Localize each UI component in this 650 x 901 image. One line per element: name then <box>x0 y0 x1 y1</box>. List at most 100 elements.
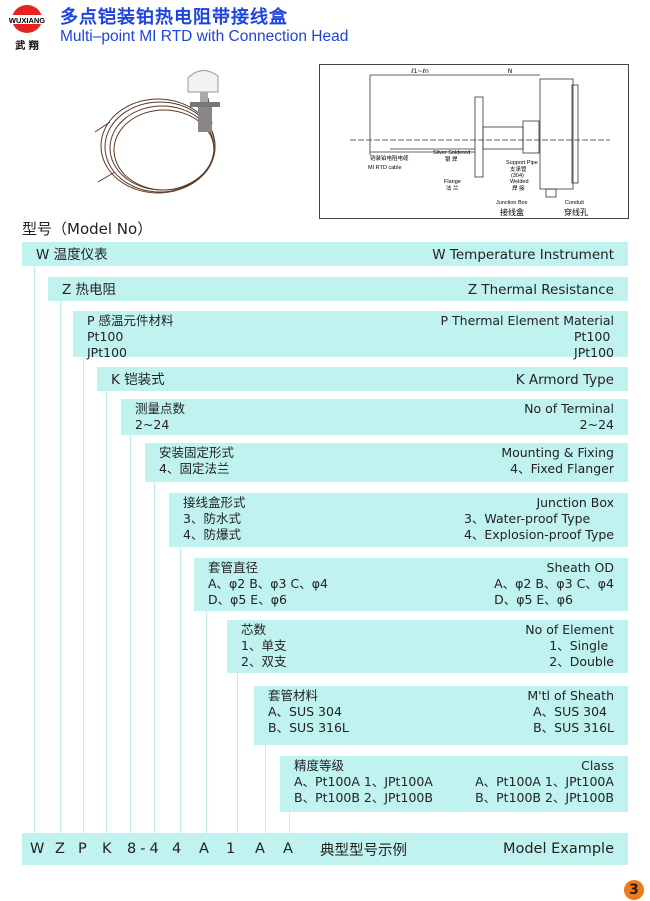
bar-option-en: 2~24 <box>579 417 614 432</box>
title-english: Multi–point MI RTD with Connection Head <box>60 28 349 45</box>
dimension-drawing: ℓ1~ℓn N 铠装铂电阻电缆 MI RTD cable Silver Sold… <box>319 64 629 219</box>
bar-option-cn: A、φ2 B、φ3 C、φ4 <box>208 576 328 591</box>
model-code-char: A <box>255 841 265 857</box>
page-number-badge: 3 <box>624 880 644 900</box>
svg-text:武 翔: 武 翔 <box>15 39 38 52</box>
bar-title-cn: W 温度仪表 <box>36 247 108 263</box>
title-chinese: 多点铠装铂热电阻带接线盒 <box>60 7 288 28</box>
bar-title-en: M'tl of Sheath <box>527 688 614 703</box>
model-code-char: A <box>283 841 293 857</box>
connector-line <box>154 482 155 833</box>
bar-title-cn: 套管直径 <box>208 560 259 575</box>
label-welded: Welded <box>510 179 529 185</box>
bar-title-cn: 安装固定形式 <box>159 445 235 460</box>
label-conduit: Conduit <box>565 200 584 206</box>
bar-option-en: 3、Water-proof Type <box>463 511 591 526</box>
bar-option-cn: 3、防水式 <box>183 511 241 526</box>
model-code-char: 4 <box>172 841 182 857</box>
bar-option-en: 1、Single <box>549 638 609 653</box>
label-silver-soldered: Silver Soldered <box>433 150 470 156</box>
connector-line <box>180 547 181 833</box>
label-cable: MI RTD cable <box>368 165 402 171</box>
bar-option-cn: A、SUS 304 <box>268 704 342 719</box>
bar-title-en: Mounting & Fixing <box>501 445 614 460</box>
connector-line <box>60 301 61 833</box>
bar-title-en: Class <box>581 758 614 773</box>
bar-title-en: No of Element <box>525 622 614 637</box>
model-example-label-en: Model Example <box>502 841 614 857</box>
bar-title-en: Sheath OD <box>546 560 614 575</box>
label-silver-soldered-cn: 银 焊 <box>445 155 458 163</box>
bar-option-en: 2、Double <box>549 654 614 669</box>
bar-option-cn: 2~24 <box>135 417 170 432</box>
model-code-bar: K 铠装式 K Armord Type <box>97 367 628 391</box>
wuxiang-logo: WUXIANG 武 翔 <box>2 5 52 52</box>
bar-option-cn: 1、单支 <box>241 638 287 653</box>
bar-title-en: P Thermal Element Material <box>440 313 614 328</box>
bar-title-cn: 套管材料 <box>268 688 319 703</box>
bar-option-en: A、φ2 B、φ3 C、φ4 <box>494 576 614 591</box>
bar-option-en: A、Pt100A 1、JPt100A <box>475 774 614 789</box>
bar-option-cn: D、φ5 E、φ6 <box>208 592 287 607</box>
bar-option-en: Pt100 <box>574 329 611 344</box>
bar-option-en: D、φ5 E、φ6 <box>494 592 573 607</box>
label-support-pipe-spec: (304) <box>511 173 524 179</box>
label-support-pipe: Support Pipe <box>506 160 538 166</box>
bar-title-cn: 精度等级 <box>294 758 345 773</box>
bar-option-en: A、SUS 304 <box>533 704 608 719</box>
model-code-char: K <box>102 841 112 857</box>
dim-n: N <box>508 68 513 75</box>
connector-line <box>106 391 107 833</box>
bar-title-en: W Temperature Instrument <box>432 247 614 263</box>
connector-line <box>237 673 238 833</box>
label-conduit-cn: 穿线孔 <box>564 207 588 217</box>
product-photo <box>94 70 220 194</box>
bar-option-en: B、SUS 316L <box>533 720 614 735</box>
bar-option-cn: JPt100 <box>87 345 127 360</box>
bar-option-en: 4、Fixed Flanger <box>510 461 614 476</box>
connector-line <box>130 435 131 833</box>
label-junction-box-cn: 接线盒 <box>500 207 524 217</box>
bar-option-cn: 4、防爆式 <box>183 527 241 542</box>
bar-option-cn: B、SUS 316L <box>268 720 349 735</box>
bar-title-en: Z Thermal Resistance <box>467 282 614 298</box>
connector-line <box>289 812 290 833</box>
connector-line <box>265 745 266 833</box>
bar-title-en: Junction Box <box>536 495 614 510</box>
dim-length: ℓ1~ℓn <box>410 68 429 75</box>
model-code-char: 8-4 <box>127 841 163 857</box>
label-junction-box: Junction Box <box>496 200 528 206</box>
connector-line <box>34 266 35 833</box>
bar-title-cn: 测量点数 <box>135 401 186 416</box>
bar-option-cn: 4、固定法兰 <box>159 461 230 476</box>
model-code-bar: W 温度仪表 W Temperature Instrument <box>22 242 628 266</box>
bar-option-en: JPt100 <box>574 345 614 360</box>
bar-title-cn: K 铠装式 <box>111 372 165 388</box>
bar-title-en: K Armord Type <box>515 372 614 388</box>
model-code-char: A <box>199 841 209 857</box>
bar-option-en: B、Pt100B 2、JPt100B <box>475 790 614 805</box>
bar-title-en: No of Terminal <box>524 401 614 416</box>
label-support-pipe-cn: 支承管 <box>510 165 527 173</box>
bar-title-cn: P 感温元件材料 <box>87 313 174 328</box>
bar-title-cn: 芯数 <box>241 622 267 637</box>
bar-option-cn: Pt100 <box>87 329 124 344</box>
model-heading: 型号（Model No） <box>22 220 153 238</box>
model-code-char: P <box>78 841 87 857</box>
bar-option-cn: A、Pt100A 1、JPt100A <box>294 774 433 789</box>
label-cable-cn: 铠装铂电阻电缆 <box>370 154 409 162</box>
bar-title-cn: 接线盒形式 <box>183 495 246 510</box>
label-flange: Flange <box>444 179 461 185</box>
bar-option-cn: B、Pt100B 2、JPt100B <box>294 790 433 805</box>
model-example-label-cn: 典型型号示例 <box>320 842 407 859</box>
model-code-char: W <box>30 841 45 857</box>
